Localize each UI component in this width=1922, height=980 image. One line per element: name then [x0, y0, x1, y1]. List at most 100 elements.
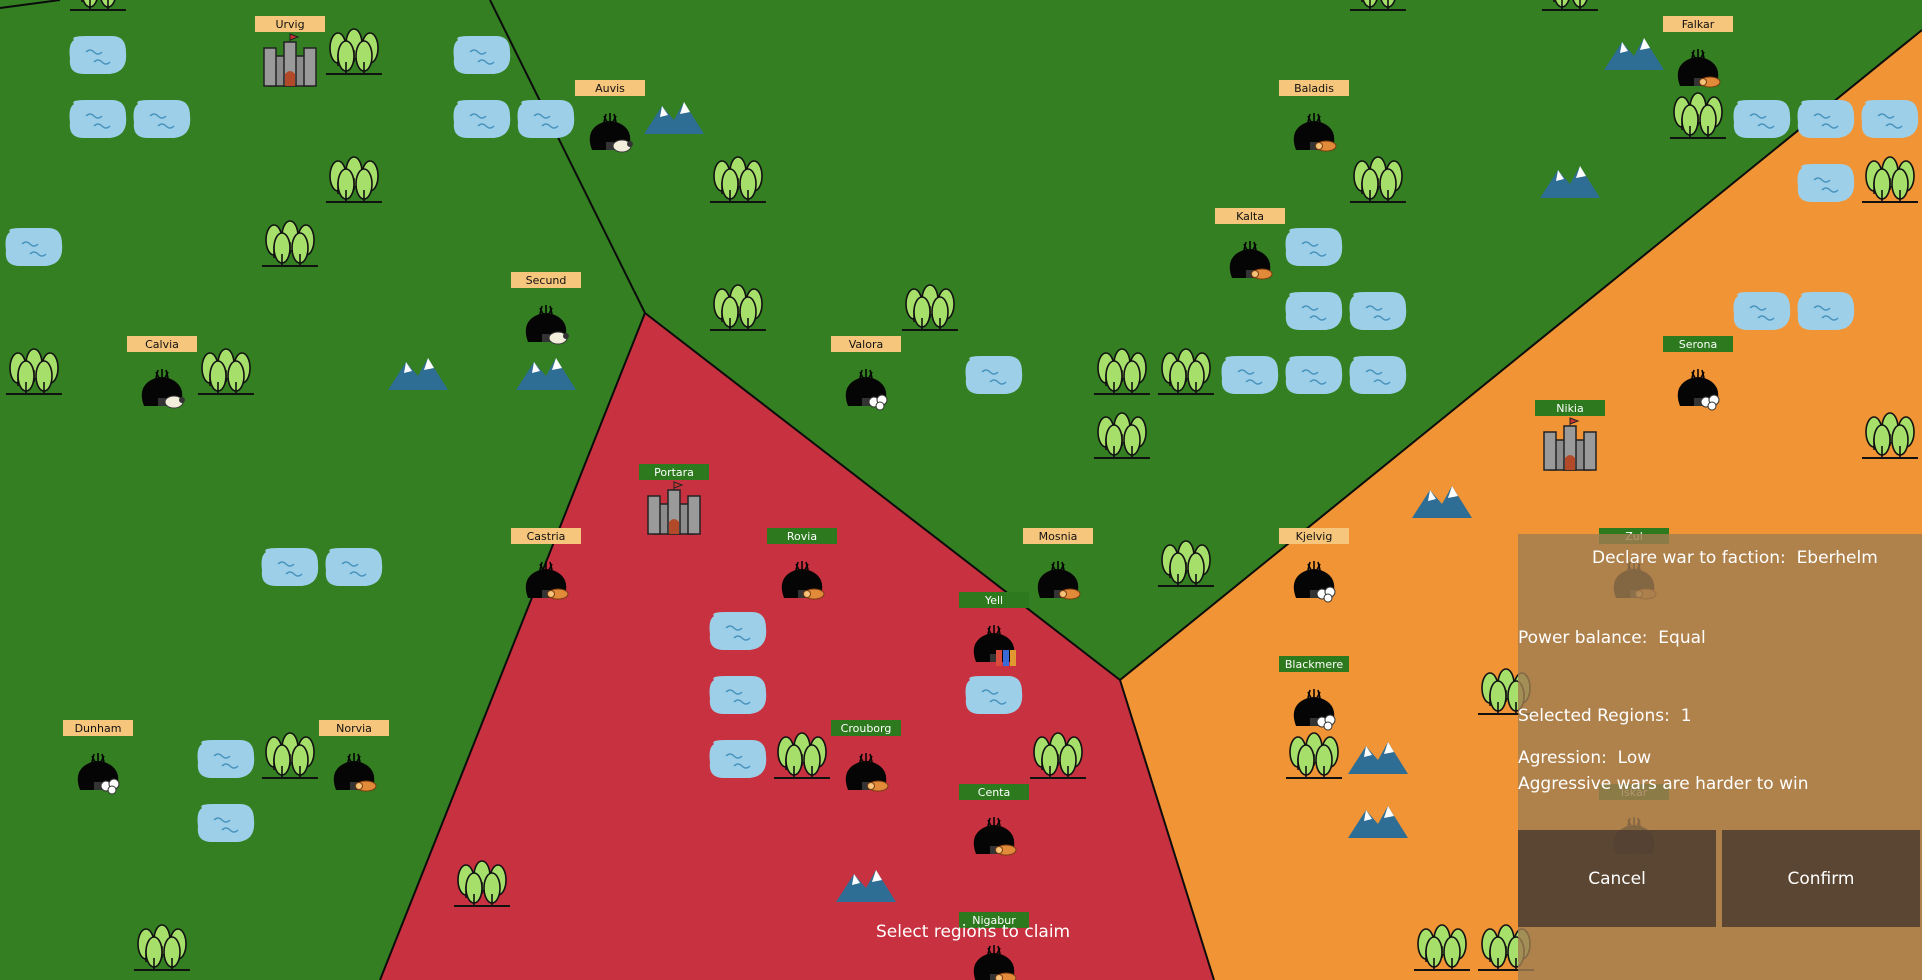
region-name: Centa [978, 786, 1010, 799]
lake-icon [1284, 291, 1343, 331]
lake-icon [964, 355, 1023, 395]
region-label-tag [959, 784, 1029, 800]
confirm-button[interactable]: Confirm [1722, 830, 1920, 927]
lake-icon [1348, 355, 1407, 395]
region-label-tag [1663, 336, 1733, 352]
region-valora[interactable]: Valora [831, 336, 901, 411]
region-label-tag [1023, 528, 1093, 544]
region-nigabur[interactable]: Nigabur [959, 912, 1029, 980]
region-name: Kjelvig [1296, 530, 1333, 543]
region-crouborg[interactable]: Crouborg [831, 720, 901, 792]
region-baladis[interactable]: Baladis [1279, 80, 1349, 152]
wood-log-resource-icon [803, 588, 825, 600]
region-label-tag [511, 528, 581, 544]
region-name: Rovia [787, 530, 817, 543]
power-balance-label: Power balance: [1518, 628, 1648, 648]
region-norvia[interactable]: Norvia [319, 720, 389, 792]
lake-icon [132, 99, 191, 139]
region-name: Secund [526, 274, 567, 287]
region-urvig[interactable]: Urvig [255, 16, 325, 87]
region-label-tag [831, 336, 901, 352]
region-name: Castria [527, 530, 566, 543]
region-name: Dunham [75, 722, 122, 735]
region-label-tag [63, 720, 133, 736]
lake-icon [1796, 291, 1855, 331]
region-rovia[interactable]: Rovia [767, 528, 837, 600]
lake-icon [1348, 291, 1407, 331]
selected-regions-row: Selected Regions: 1 [1518, 706, 1692, 726]
declare-war-dialog: Declare war to faction: Eberhelm Power b… [1518, 534, 1922, 980]
wood-log-resource-icon [867, 780, 889, 792]
aggression-label: Agression: [1518, 748, 1607, 768]
lake-icon [260, 547, 319, 587]
region-label-tag [1215, 208, 1285, 224]
wood-log-resource-icon [1251, 268, 1273, 280]
lake-icon [1796, 163, 1855, 203]
lake-icon [1860, 99, 1919, 139]
region-serona[interactable]: Serona [1663, 336, 1733, 411]
region-secund[interactable]: Secund [511, 272, 581, 345]
region-label-tag [959, 592, 1029, 608]
wood-log-resource-icon [547, 588, 569, 600]
wood-log-resource-icon [1315, 140, 1337, 152]
lake-icon [708, 739, 767, 779]
region-name: Nikia [1556, 402, 1583, 415]
region-label-tag [511, 272, 581, 288]
aggression-value: Low [1617, 748, 1652, 768]
region-calvia[interactable]: Calvia [127, 336, 197, 409]
lake-icon [1284, 355, 1343, 395]
region-name: Crouborg [841, 722, 892, 735]
region-kjelvig[interactable]: Kjelvig [1279, 528, 1349, 603]
lake-icon [516, 99, 575, 139]
region-label-tag [575, 80, 645, 96]
region-blackmere[interactable]: Blackmere [1279, 656, 1349, 731]
lake-icon [1284, 227, 1343, 267]
region-nikia[interactable]: Nikia [1535, 400, 1605, 471]
lake-icon [1732, 99, 1791, 139]
selected-regions-label: Selected Regions: [1518, 706, 1670, 726]
region-label-tag [831, 720, 901, 736]
region-centa[interactable]: Centa [959, 784, 1029, 856]
region-yell[interactable]: Yell [959, 592, 1029, 666]
region-label-tag [127, 336, 197, 352]
wood-log-resource-icon [1699, 76, 1721, 88]
lake-icon [452, 35, 511, 75]
region-name: Falkar [1682, 18, 1715, 31]
lake-icon [708, 675, 767, 715]
region-label-tag [1535, 400, 1605, 416]
region-auvis[interactable]: Auvis [575, 80, 645, 153]
cancel-button[interactable]: Cancel [1518, 830, 1716, 927]
region-name: Kalta [1236, 210, 1264, 223]
region-label-tag [639, 464, 709, 480]
region-label-tag [319, 720, 389, 736]
lake-icon [964, 675, 1023, 715]
selected-regions-count: 1 [1680, 706, 1692, 726]
war-target-faction: Eberhelm [1796, 548, 1878, 568]
war-title-prefix: Declare war to faction: [1592, 548, 1786, 568]
region-dunham[interactable]: Dunham [63, 720, 133, 795]
lake-icon [68, 99, 127, 139]
lake-icon [4, 227, 63, 267]
region-mosnia[interactable]: Mosnia [1023, 528, 1093, 600]
region-portara[interactable]: Portara [639, 464, 709, 535]
select-regions-hint: Select regions to claim [876, 922, 1071, 942]
region-falkar[interactable]: Falkar [1663, 16, 1733, 88]
region-label-tag [1279, 80, 1349, 96]
region-label-tag [959, 912, 1029, 928]
aggression-row: Agression: Low [1518, 748, 1651, 768]
lake-icon [1220, 355, 1279, 395]
region-kalta[interactable]: Kalta [1215, 208, 1285, 280]
faction-territory-red[interactable] [380, 313, 1214, 980]
region-castria[interactable]: Castria [511, 528, 581, 600]
power-balance-row: Power balance: Equal [1518, 628, 1706, 648]
lake-icon [196, 739, 255, 779]
region-name: Valora [849, 338, 883, 351]
wood-log-resource-icon [995, 972, 1017, 980]
region-name: Norvia [336, 722, 372, 735]
wood-log-resource-icon [1059, 588, 1081, 600]
region-label-tag [255, 16, 325, 32]
lake-icon [1796, 99, 1855, 139]
region-name: Serona [1679, 338, 1717, 351]
